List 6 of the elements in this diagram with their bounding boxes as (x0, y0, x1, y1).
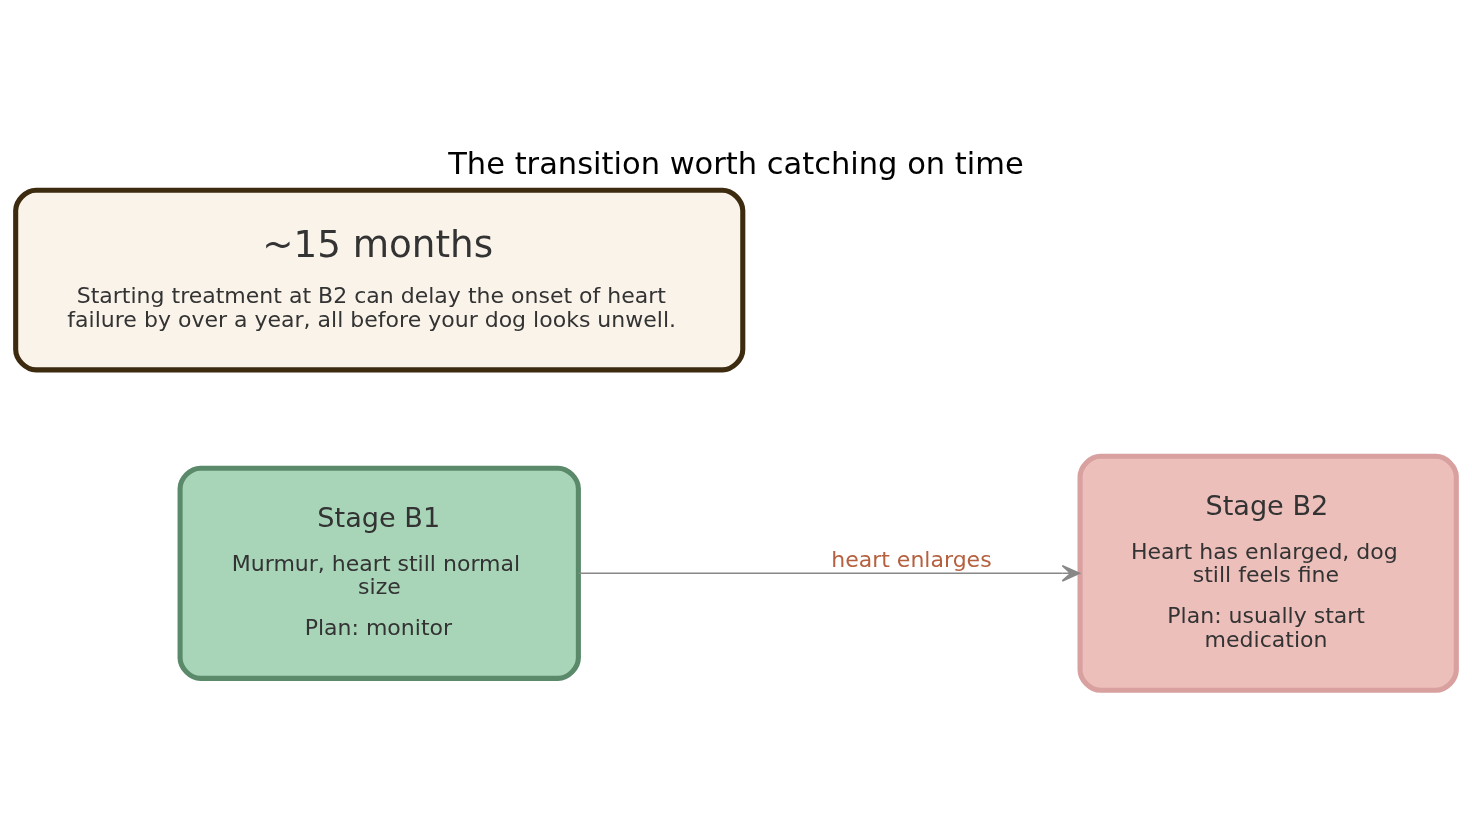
edge-label: heart enlarges (831, 546, 992, 572)
arrow (577, 564, 1081, 582)
diagram-title: The transition worth catching on time (448, 145, 1024, 181)
node-box: ~15 months Starting treatment at B2 can delay the onset of heart failure by over a year, all before your dog looks unwell. (13, 187, 746, 372)
node-box: Stage B2 Heart has enlarged, dog still feels fine Plan: usually start medication (1077, 453, 1459, 693)
node-box: Stage B1 Murmur, heart still normal size Plan: monitor (177, 465, 581, 681)
